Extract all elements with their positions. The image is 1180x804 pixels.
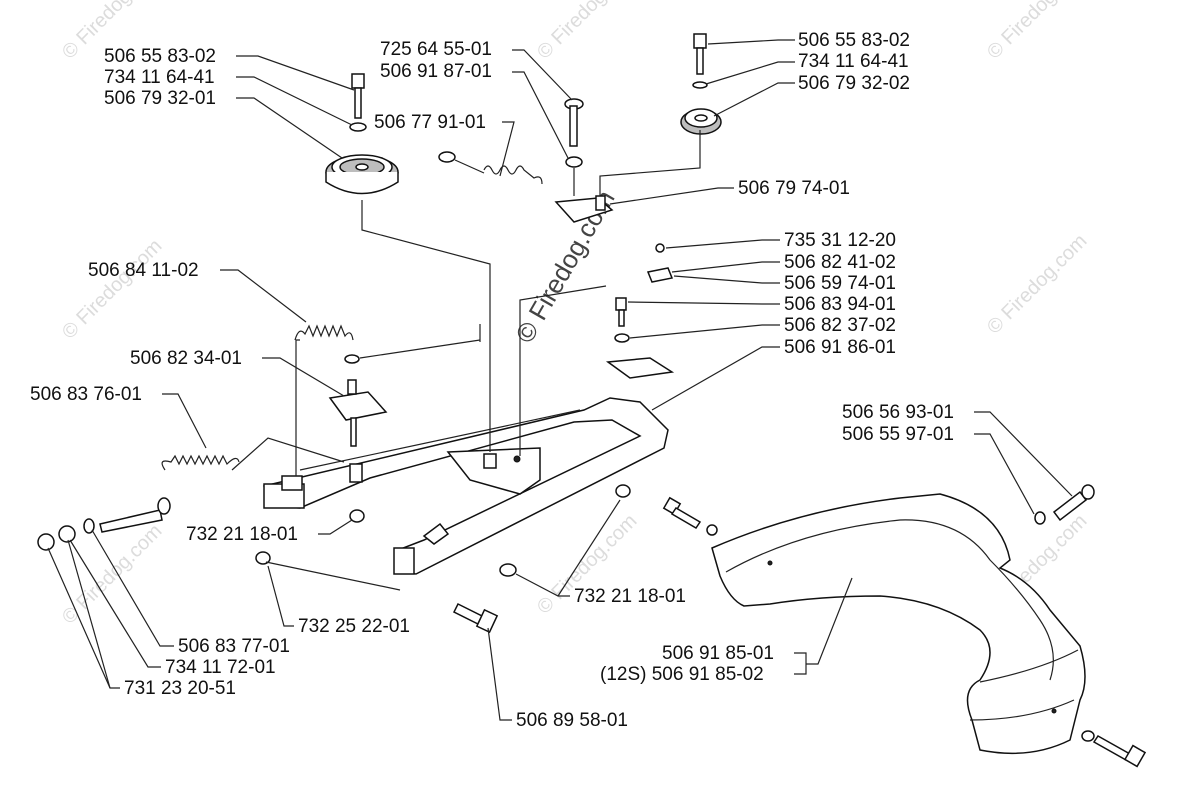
part-label: 732 21 18-01: [186, 524, 298, 545]
watermark-text: © Firedog.com: [983, 230, 1092, 339]
label-group: 506 55 83-02 734 11 64-41 506 79 32-01 7…: [30, 30, 1073, 731]
part-label: 506 83 77-01: [178, 636, 290, 657]
leader-lines: [231, 130, 701, 591]
part-label: 731 23 20-51: [124, 678, 236, 699]
part-label: 506 79 32-02: [798, 73, 910, 94]
main-frame: [263, 397, 669, 577]
part-label: 506 79 74-01: [738, 178, 850, 199]
part-label: 734 11 64-41: [104, 67, 215, 88]
part-label: 506 59 74-01: [784, 273, 896, 294]
part-label: 725 64 55-01: [380, 39, 492, 60]
idler-bolt: [564, 98, 584, 168]
part-label: 506 82 34-01: [130, 348, 242, 369]
watermark-text: © Firedog.com: [983, 0, 1092, 64]
part-label: 734 11 64-41: [798, 51, 909, 72]
part-label: 732 25 22-01: [298, 616, 410, 637]
part-label: 506 83 94-01: [784, 294, 896, 315]
idler-bracket: [554, 195, 614, 223]
part-label: 506 82 37-02: [784, 315, 896, 336]
spring-lower-left: [161, 454, 240, 471]
part-label: 506 56 93-01: [842, 402, 954, 423]
part-label: 506 83 76-01: [30, 384, 142, 405]
part-label: 506 79 32-01: [104, 88, 216, 109]
watermark-text: © Firedog.com: [533, 0, 642, 64]
watermark-text: © Firedog.com: [58, 235, 167, 344]
part-label: 506 55 97-01: [842, 424, 954, 445]
spring-left: [294, 324, 354, 341]
bolt-lower: [452, 602, 499, 634]
part-label: 734 11 72-01: [165, 657, 276, 678]
part-label: 732 21 18-01: [574, 586, 686, 607]
belt-guard: [662, 484, 1147, 768]
part-label: 506 91 86-01: [784, 337, 896, 358]
pulley-right-assembly: [680, 33, 722, 135]
cable-clevis: [605, 243, 675, 379]
part-label: 506 91 87-01: [380, 61, 492, 82]
part-label: (12S) 506 91 85-02: [600, 664, 764, 685]
part-label: 506 55 83-02: [104, 46, 216, 67]
spring-top: [438, 151, 543, 185]
part-label: 735 31 12-20: [784, 230, 896, 251]
lever-plate: [328, 339, 481, 447]
hardware-left: [37, 497, 271, 565]
part-label: 506 77 91-01: [374, 112, 486, 133]
part-label: 506 55 83-02: [798, 30, 910, 51]
part-label: 506 82 41-02: [784, 252, 896, 273]
part-label: 506 91 85-01: [662, 643, 774, 664]
part-label: 506 89 58-01: [516, 710, 628, 731]
pulley-left-assembly: [325, 73, 399, 195]
part-label: 506 84 11-02: [88, 260, 199, 281]
